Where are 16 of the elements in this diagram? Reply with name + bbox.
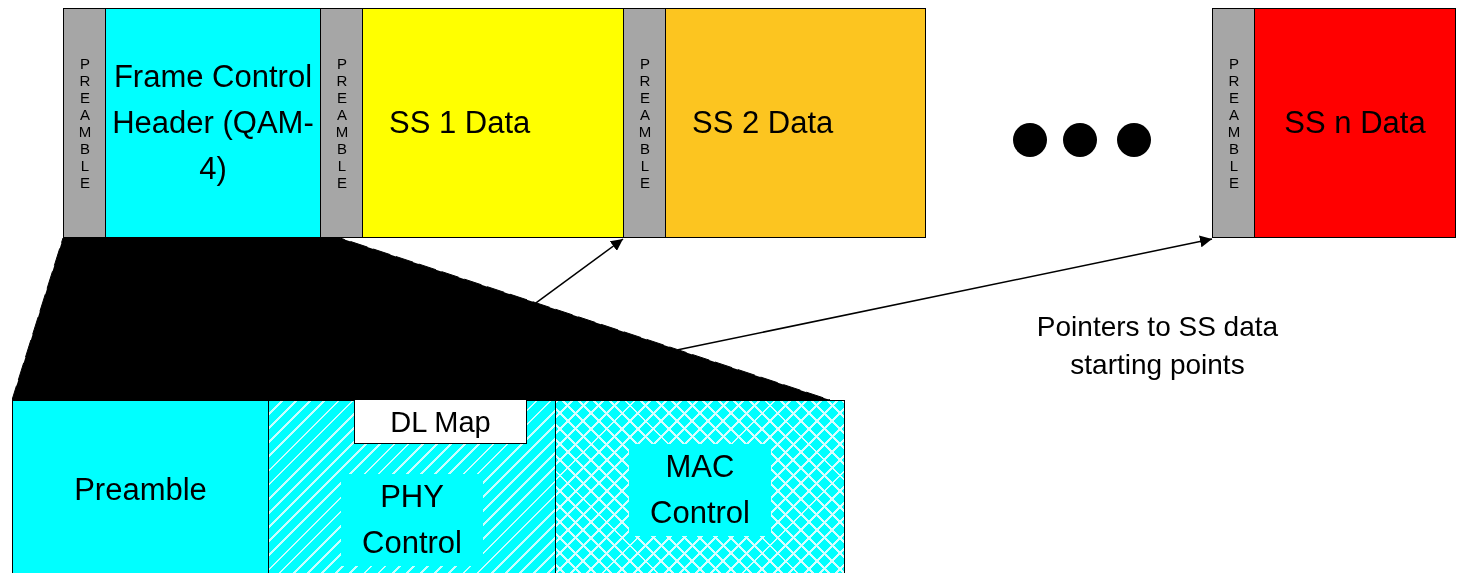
annotation-text: Pointers to SS data starting points bbox=[1035, 310, 1280, 382]
arrow bbox=[677, 235, 1213, 351]
data-block: SS 1 Data bbox=[362, 8, 624, 238]
preamble-slot: PREAMBLE bbox=[63, 8, 106, 238]
phy-control-block: DL Map PHY Control bbox=[268, 400, 556, 573]
expansion-wedge bbox=[12, 238, 830, 400]
header-block: Frame Control Header (QAM-4) bbox=[105, 8, 321, 238]
preamble-slot: PREAMBLE bbox=[623, 8, 666, 238]
preamble-block: Preamble bbox=[12, 400, 269, 573]
preamble-slot: PREAMBLE bbox=[1212, 8, 1255, 238]
map-field: DL Map bbox=[354, 399, 527, 444]
data-block: SS n Data bbox=[1254, 8, 1456, 238]
mac-control-block: MAC Control bbox=[555, 400, 845, 573]
arrow bbox=[535, 238, 624, 304]
preamble-slot: PREAMBLE bbox=[320, 8, 363, 238]
data-block: SS 2 Data bbox=[665, 8, 926, 238]
